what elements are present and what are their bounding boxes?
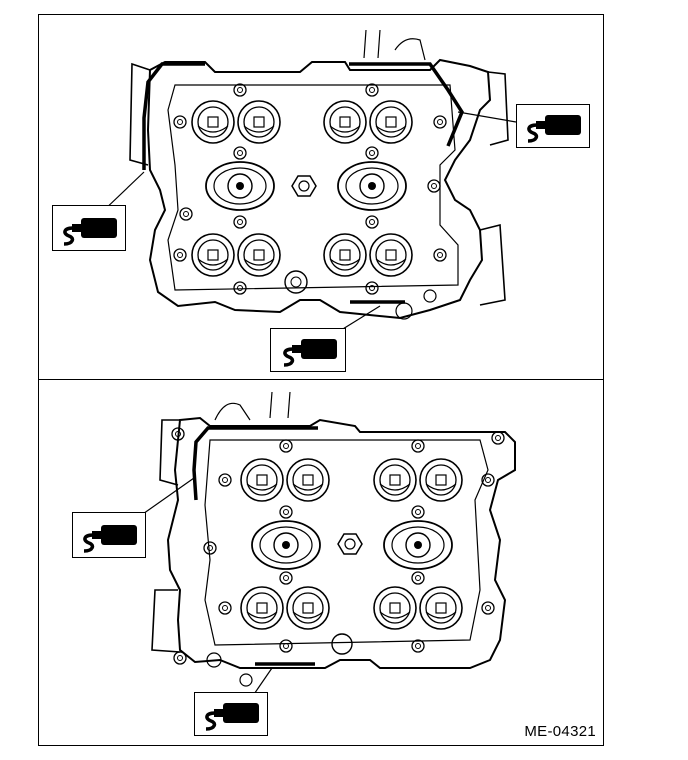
- panel-divider: [38, 379, 604, 380]
- sealant-applicator-icon: [527, 115, 581, 143]
- sealant-applicator-icon: [63, 218, 117, 246]
- sealant-callout-top-left: [52, 205, 126, 251]
- bottom-cylinder-head: [139, 391, 516, 701]
- figure-frame: [38, 14, 604, 746]
- sealant-callout-top-right: [516, 104, 590, 148]
- sealant-applicator-icon: [83, 525, 137, 553]
- sealant-applicator-icon: [283, 339, 337, 367]
- figure-reference-code: ME-04321: [524, 723, 596, 740]
- sealant-callout-bottom-bottom: [194, 692, 268, 736]
- top-cylinder-head: [99, 29, 517, 333]
- sealant-callout-top-bottom: [270, 328, 346, 372]
- sealant-applicator-icon: [205, 703, 259, 731]
- sealant-callout-bottom-left: [72, 512, 146, 558]
